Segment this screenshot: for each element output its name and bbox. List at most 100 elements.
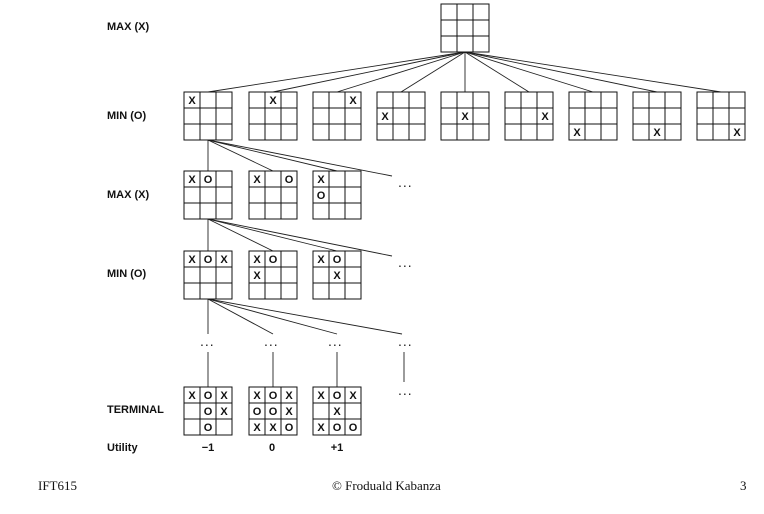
board-ply1: X	[376, 91, 426, 141]
board-frame	[632, 91, 682, 141]
utility-value-3: +1	[331, 442, 344, 454]
x-mark: X	[461, 111, 469, 123]
x-mark: X	[349, 95, 357, 107]
board-frame	[248, 91, 298, 141]
level-label-ply2: MAX (X)	[107, 189, 150, 201]
x-mark: X	[220, 254, 228, 266]
level-label-root: MAX (X)	[107, 21, 150, 33]
board-frame	[376, 91, 426, 141]
o-mark: O	[333, 254, 342, 266]
o-mark: O	[204, 422, 213, 434]
level-label-ply3: MIN (O)	[107, 268, 146, 280]
board-frame	[312, 250, 362, 300]
x-mark: X	[253, 270, 261, 282]
x-mark: X	[188, 174, 196, 186]
x-mark: X	[188, 254, 196, 266]
tree-edge	[272, 51, 466, 93]
board-frame	[312, 386, 362, 436]
board-frame	[440, 3, 490, 53]
x-mark: X	[333, 270, 341, 282]
board-ply1: X	[696, 91, 746, 141]
x-mark: X	[285, 390, 293, 402]
utility-value-1: −1	[202, 442, 215, 454]
o-mark: O	[269, 390, 278, 402]
board-frame	[696, 91, 746, 141]
board-ply1: X	[183, 91, 233, 141]
x-mark: X	[253, 254, 261, 266]
ellipsis-branch-1: ...	[200, 333, 215, 349]
x-mark: X	[220, 406, 228, 418]
board-frame	[183, 250, 233, 300]
o-mark: O	[204, 174, 213, 186]
x-mark: X	[317, 174, 325, 186]
x-mark: X	[317, 390, 325, 402]
tree-edges	[207, 51, 722, 387]
diagram-text: MAX (X) MIN (O) MAX (X) MIN (O) TERMINAL…	[107, 21, 413, 454]
ellipsis-branch-3: ...	[328, 333, 343, 349]
x-mark: X	[573, 127, 581, 139]
x-mark: X	[381, 111, 389, 123]
o-mark: O	[253, 406, 262, 418]
ellipsis-terminal: ...	[398, 382, 413, 398]
x-mark: X	[317, 254, 325, 266]
tree-edge	[207, 139, 274, 172]
tree-edge	[336, 51, 466, 93]
tree-edge-continuation	[207, 139, 393, 177]
tree-edge	[464, 51, 530, 93]
board-frame	[312, 91, 362, 141]
ellipsis-ply2: ...	[398, 174, 413, 190]
board-frame	[312, 170, 362, 220]
o-mark: O	[333, 422, 342, 434]
x-mark: X	[253, 174, 261, 186]
footer-page-number: 3	[740, 478, 747, 493]
o-mark: O	[333, 390, 342, 402]
o-mark: O	[269, 406, 278, 418]
x-mark: X	[269, 95, 277, 107]
o-mark: O	[285, 174, 294, 186]
tree-edge	[464, 51, 594, 93]
board-ply1: X	[632, 91, 682, 141]
level-label-utility: Utility	[107, 442, 138, 454]
o-mark: O	[204, 406, 213, 418]
o-mark: O	[349, 422, 358, 434]
ellipsis-branch-2: ...	[264, 333, 279, 349]
x-mark: X	[541, 111, 549, 123]
tree-edge	[207, 298, 274, 335]
x-mark: X	[253, 422, 261, 434]
x-mark: X	[285, 406, 293, 418]
board-root	[440, 3, 490, 53]
board-frame	[248, 386, 298, 436]
board-ply1: X	[440, 91, 490, 141]
board-frame	[183, 91, 233, 141]
board-frame	[504, 91, 554, 141]
x-mark: X	[653, 127, 661, 139]
tree-edge	[207, 298, 338, 335]
utility-value-2: 0	[269, 442, 275, 454]
tree-edge	[207, 218, 274, 252]
board-frame	[440, 91, 490, 141]
board-ply1: X	[248, 91, 298, 141]
footer-author: © Froduald Kabanza	[332, 478, 441, 493]
x-mark: X	[349, 390, 357, 402]
x-mark: X	[333, 406, 341, 418]
tree-edge	[464, 51, 722, 93]
board-frame	[183, 386, 233, 436]
x-mark: X	[269, 422, 277, 434]
tree-edge	[400, 51, 466, 93]
ellipsis-ply3: ...	[398, 254, 413, 270]
x-mark: X	[188, 390, 196, 402]
tree-edge	[207, 139, 338, 172]
board-ply1: X	[312, 91, 362, 141]
o-mark: O	[285, 422, 294, 434]
board-ply2: XO	[312, 170, 362, 220]
level-label-ply1: MIN (O)	[107, 110, 146, 122]
o-mark: O	[204, 390, 213, 402]
